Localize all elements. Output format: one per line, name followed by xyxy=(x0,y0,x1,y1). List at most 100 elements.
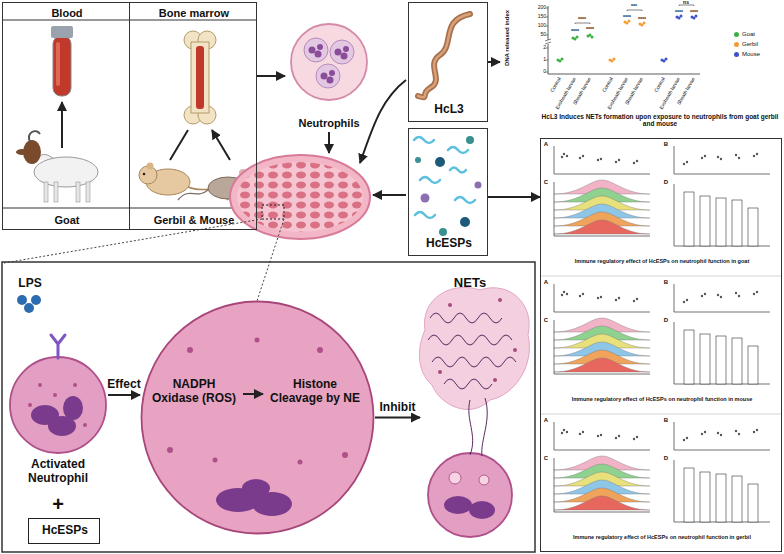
blood-tube-part xyxy=(51,26,73,38)
gerbil-part xyxy=(147,163,154,170)
results-panel: Immune regulatory effect of HcESPs on ne… xyxy=(540,138,782,552)
net-cloud-part-part xyxy=(448,303,452,307)
larva-part xyxy=(418,14,470,97)
text-label: Control xyxy=(550,77,563,94)
text-label: **** xyxy=(638,17,646,23)
dna-chart-part-part xyxy=(613,58,616,61)
net-cloud-part-part xyxy=(513,348,517,352)
node-text: Immune regulatory effect of HcESPs on ne… xyxy=(545,534,779,540)
node-text: Histone Cleavage by NE xyxy=(265,378,365,406)
bone xyxy=(184,31,216,124)
goat-part xyxy=(29,131,40,142)
esp-molecules-part xyxy=(414,137,475,218)
node-text: HcL3 xyxy=(409,103,489,117)
esp-molecules-part xyxy=(421,194,430,203)
dna-chart-part-part xyxy=(561,58,564,61)
lps-receptor-part xyxy=(51,335,65,358)
text-label: D xyxy=(664,317,668,324)
legend-text: Mouse xyxy=(742,51,760,58)
esp-box: HcESPs xyxy=(28,518,100,544)
net-cloud-part xyxy=(428,313,516,456)
node-text: HcESPs xyxy=(29,524,101,538)
node-text: Goat xyxy=(3,214,131,227)
larva-part xyxy=(418,14,470,97)
goat xyxy=(16,131,98,202)
text-label: B xyxy=(664,279,668,286)
text-label: **** xyxy=(578,17,586,23)
node-text: Neutrophils xyxy=(285,117,373,130)
esp-molecules-part xyxy=(460,217,470,227)
dna-chart-part xyxy=(557,34,594,63)
node-text: Blood xyxy=(3,7,131,20)
cell-outline xyxy=(291,24,367,100)
goat-part xyxy=(86,182,90,202)
text-label: **** xyxy=(623,15,631,21)
esp-molecules-part xyxy=(475,182,482,189)
text-label: 150 xyxy=(538,14,546,20)
node-text: Gerbil & Mouse xyxy=(130,214,258,227)
dna-chart-part xyxy=(545,39,551,44)
edge-label: Inhibit xyxy=(380,400,416,414)
text-label: A xyxy=(544,141,548,148)
esp-molecules-part xyxy=(466,136,474,144)
text-label: 2 xyxy=(543,45,546,51)
cell-outline xyxy=(142,302,374,534)
node-text: Immune regulatory effect of HcESPs on ne… xyxy=(545,258,779,264)
goat-part xyxy=(16,149,28,155)
mini-charts xyxy=(554,284,770,384)
goat-part xyxy=(54,182,58,202)
text-label: **** xyxy=(586,27,594,33)
zoom-line xyxy=(4,219,284,301)
legend-swatch xyxy=(734,52,739,57)
node-text: NETs xyxy=(440,276,500,291)
text-label: C xyxy=(544,455,548,462)
net-cloud xyxy=(419,287,529,456)
petri-dish-part xyxy=(237,162,363,232)
bone-part xyxy=(191,42,209,113)
esp-molecules-part xyxy=(435,157,445,167)
gerbil-part xyxy=(143,173,146,176)
zoom-box xyxy=(262,205,284,219)
text-label: LPS xyxy=(18,277,41,290)
text-label: A xyxy=(544,417,548,424)
node-text: HcESPs xyxy=(409,237,489,251)
lps-receptor-part xyxy=(24,303,34,313)
text-label: B xyxy=(664,141,668,148)
node-text: Activated Neutrophil xyxy=(8,458,108,486)
larva xyxy=(418,14,470,97)
neutrophil-cell: Activated Neutrophil xyxy=(8,300,108,490)
net-cloud-part-part xyxy=(498,298,502,302)
panel-divider xyxy=(540,276,782,414)
connector-arrow xyxy=(488,196,540,198)
neutrophil-cluster: Neutrophils xyxy=(285,22,373,130)
net-cell: NETs xyxy=(420,268,532,548)
lps-receptor-part xyxy=(17,295,27,305)
cell-outline xyxy=(10,357,106,453)
cell-outline xyxy=(428,453,512,537)
connector-arrow xyxy=(375,417,420,419)
text-label: 1 xyxy=(543,57,546,63)
text-label: C xyxy=(544,179,548,186)
legend-text: Gerbil xyxy=(742,41,758,48)
text-label: Control xyxy=(654,77,667,94)
mechanism-frame xyxy=(2,262,535,552)
petri-dish-part xyxy=(230,155,370,239)
node-outline xyxy=(420,268,532,548)
text-label: **** xyxy=(675,10,683,16)
esp-box: HcESPs xyxy=(408,128,488,256)
arrow xyxy=(373,194,406,196)
dna-chart-part-part xyxy=(576,36,579,39)
text-label: **** xyxy=(571,29,579,35)
mouse-part xyxy=(178,190,208,200)
petri-dish-part xyxy=(237,162,363,232)
petri-dish xyxy=(230,155,370,239)
text-label: D xyxy=(664,455,668,462)
text-label: D xyxy=(664,179,668,186)
text-label: ns xyxy=(683,0,689,6)
text-label: DNA released index xyxy=(504,10,511,66)
sample-panel: BloodGoat xyxy=(2,2,130,230)
